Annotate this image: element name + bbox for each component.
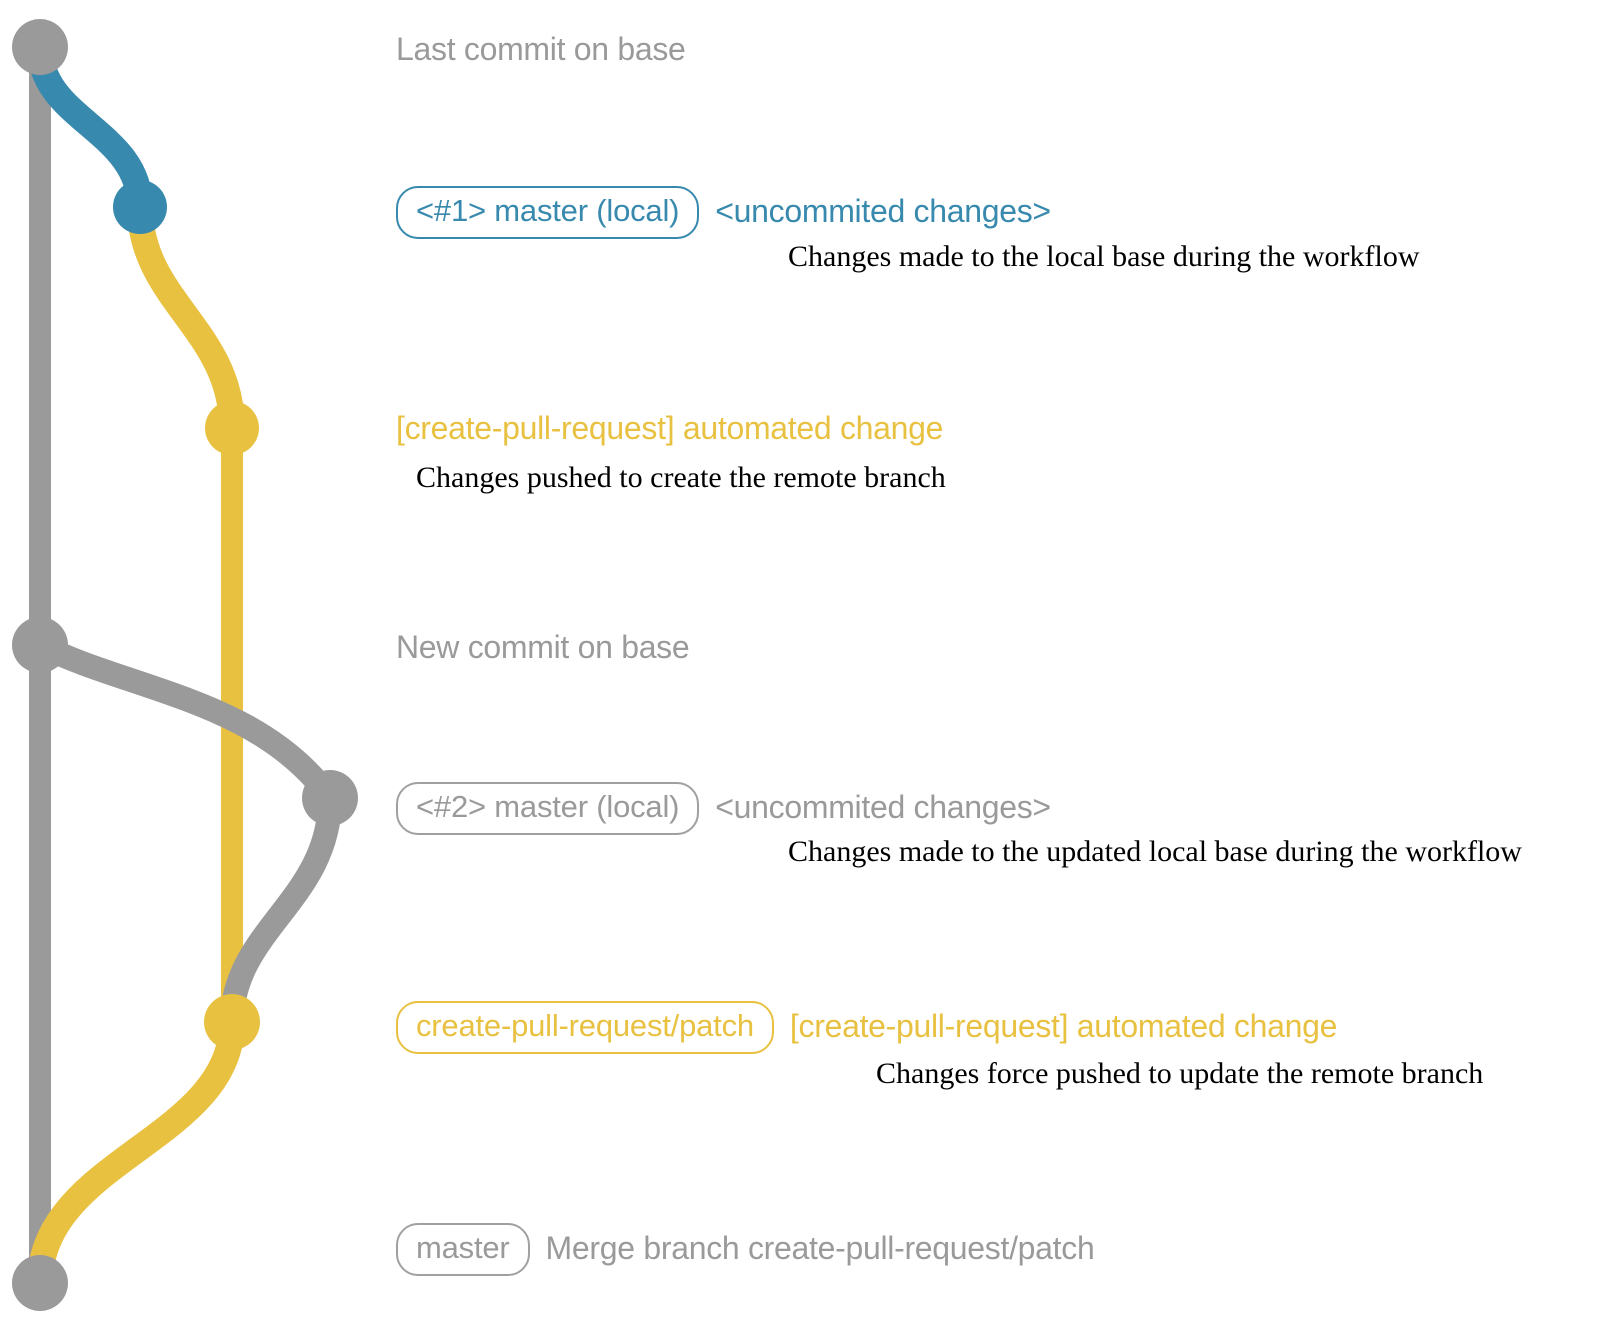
edge-basenew-to-local2 xyxy=(28,633,342,810)
commit-description: Changes made to the local base during th… xyxy=(788,240,1420,273)
commit-row-merge-commit: master Merge branch create-pull-request/… xyxy=(396,1223,1095,1276)
commit-node-local-1[interactable] xyxy=(113,180,167,234)
commit-row-patch-updated: create-pull-request/patch [create-pull-r… xyxy=(396,1001,1337,1054)
branch-badge-master-local-2[interactable]: <#2> master (local) xyxy=(396,782,700,835)
commit-node-patch-create[interactable] xyxy=(205,401,259,455)
commit-title: [create-pull-request] automated change xyxy=(396,410,944,446)
commit-row-new-commit-on-base: New commit on base xyxy=(396,629,690,665)
graph-nodes xyxy=(12,19,358,1311)
branch-badge-master[interactable]: master xyxy=(396,1223,530,1276)
commit-row-local-commit-1: <#1> master (local) <uncommited changes> xyxy=(396,186,1051,239)
commit-row-patch-created: [create-pull-request] automated change xyxy=(396,410,944,446)
commit-title: <uncommited changes> xyxy=(715,789,1051,826)
commit-node-patch-update[interactable] xyxy=(204,994,260,1050)
commit-node-base-last[interactable] xyxy=(12,19,68,75)
commit-node-base-merge[interactable] xyxy=(12,1255,68,1311)
commit-title: <uncommited changes> xyxy=(715,193,1051,230)
edge-local2-to-patchupdate xyxy=(220,786,342,1034)
commit-description: Changes pushed to create the remote bran… xyxy=(416,461,946,494)
edge-patchupdate-to-merge xyxy=(27,1009,245,1296)
branch-badge-master-local-1[interactable]: <#1> master (local) xyxy=(396,186,700,239)
commit-row-last-commit-on-base: Last commit on base xyxy=(396,31,686,67)
edge-local1-to-patch xyxy=(127,194,245,441)
commit-title: Last commit on base xyxy=(396,31,686,67)
commit-title: New commit on base xyxy=(396,629,690,665)
commit-node-base-new[interactable] xyxy=(12,617,68,673)
commit-title: [create-pull-request] automated change xyxy=(789,1008,1338,1045)
commit-row-local-commit-2: <#2> master (local) <uncommited changes> xyxy=(396,782,1051,835)
branch-badge-create-pull-request-patch[interactable]: create-pull-request/patch xyxy=(396,1001,774,1054)
commit-title: Merge branch create-pull-request/patch xyxy=(545,1230,1095,1267)
commit-description: Changes made to the updated local base d… xyxy=(788,835,1522,868)
commit-node-local-2[interactable] xyxy=(302,770,358,826)
commit-description: Changes force pushed to update the remot… xyxy=(876,1057,1484,1090)
